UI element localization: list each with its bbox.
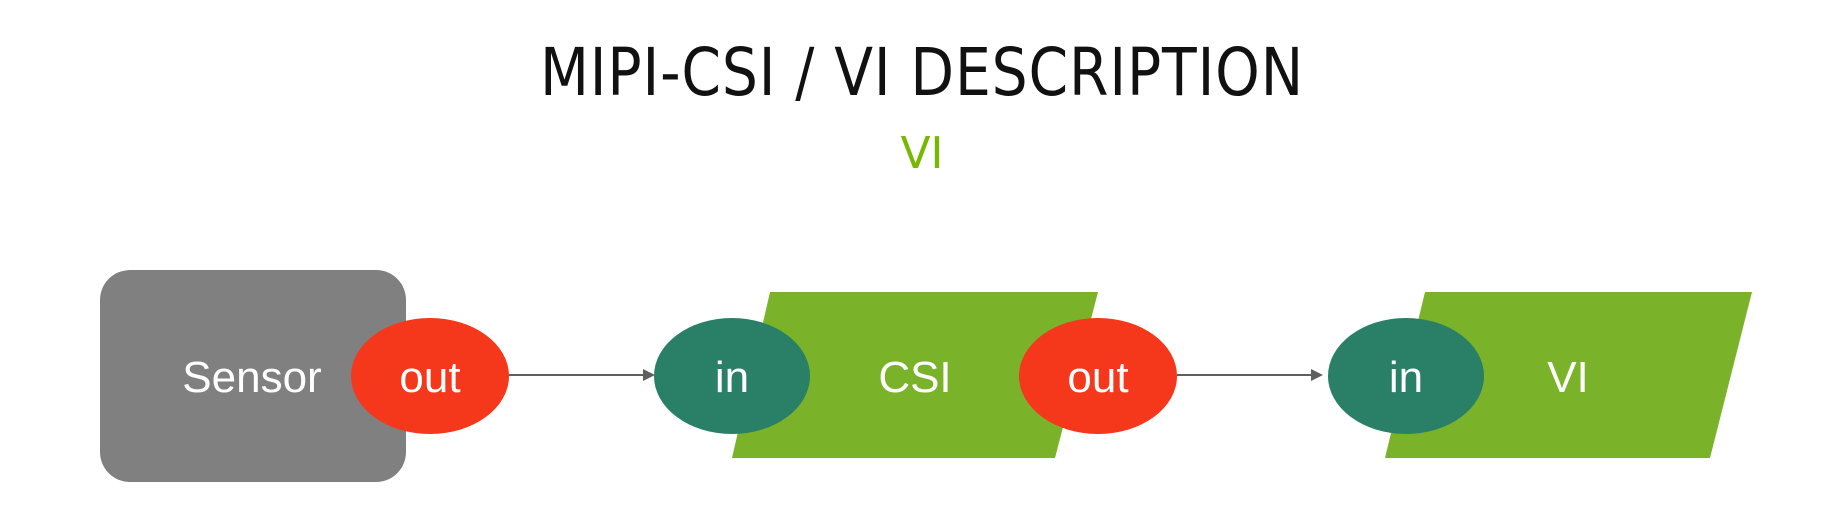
- sensor-label: Sensor: [182, 353, 321, 402]
- vi-parallelogram: [1385, 292, 1752, 458]
- vi-in-label: in: [1389, 353, 1423, 402]
- csi-label: CSI: [878, 353, 951, 402]
- csi-in-label: in: [715, 353, 749, 402]
- vi-in-ellipse: [1328, 318, 1484, 434]
- vi-in-port: in: [1328, 318, 1484, 434]
- csi-block: CSI: [732, 292, 1098, 458]
- page-subtitle: VI: [900, 128, 944, 179]
- sensor-out-label: out: [399, 353, 460, 402]
- vi-label: VI: [1547, 353, 1589, 402]
- csi-parallelogram: [732, 292, 1098, 458]
- sensor-out-ellipse: [351, 318, 509, 434]
- csi-in-ellipse: [654, 318, 810, 434]
- csi-out-label: out: [1067, 353, 1128, 402]
- page-title: MIPI-CSI / VI DESCRIPTION: [539, 34, 1305, 111]
- sensor-block: Sensor: [100, 270, 406, 482]
- vi-block: VI: [1385, 292, 1752, 458]
- csi-in-port: in: [654, 318, 810, 434]
- sensor-out-port: out: [351, 318, 509, 434]
- csi-out-ellipse: [1019, 318, 1177, 434]
- csi-out-port: out: [1019, 318, 1177, 434]
- sensor-box: [100, 270, 406, 482]
